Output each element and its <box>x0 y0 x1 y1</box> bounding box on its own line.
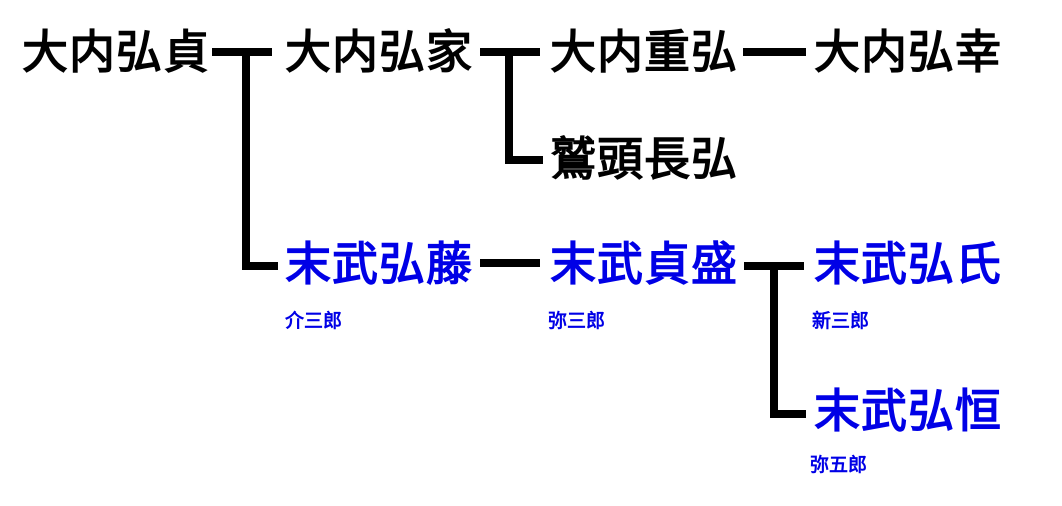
person-hirofuji: 末武弘藤 <box>285 237 473 291</box>
person-shigehiro: 大内重弘 <box>550 25 738 79</box>
person-hirouji-title: 新三郎 <box>812 310 870 332</box>
person-sadamori-title: 弥三郎 <box>548 310 606 332</box>
person-hirouji: 末武弘氏 <box>814 237 1002 291</box>
person-hirotsune-title: 弥五郎 <box>810 454 868 476</box>
person-sadamori: 末武貞盛 <box>550 237 738 291</box>
person-nagahiro: 鷲頭長弘 <box>550 132 738 186</box>
person-hiroyuki: 大内弘幸 <box>814 25 1002 79</box>
person-hirotsune: 末武弘恒 <box>814 384 1002 438</box>
person-hiroie: 大内弘家 <box>285 25 473 79</box>
person-hirofuji-title: 介三郎 <box>285 310 343 332</box>
person-hirosada: 大内弘貞 <box>22 25 210 79</box>
